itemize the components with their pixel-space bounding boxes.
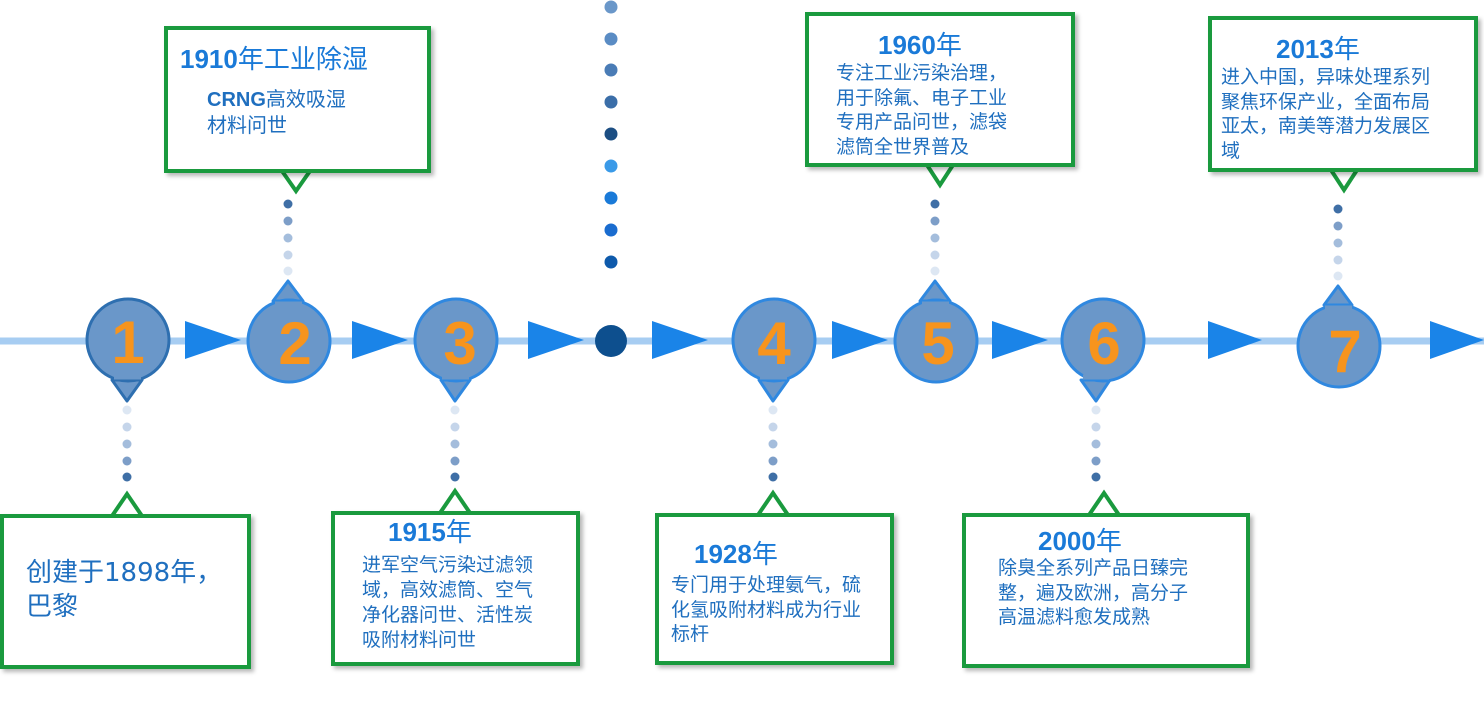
milestone-box-3 bbox=[331, 511, 580, 666]
direction-arrow-5 bbox=[832, 321, 888, 359]
milestone-6-year-suffix: 年 bbox=[1095, 527, 1122, 557]
milestone-6-line-1: 除臭全系列产品日臻完 bbox=[998, 557, 1189, 579]
milestone-5-year-suffix: 年 bbox=[935, 31, 962, 61]
connector-dots-7 bbox=[1333, 204, 1343, 281]
connector-dots-1 bbox=[122, 405, 132, 482]
milestone-marker-2: 2 bbox=[246, 279, 332, 384]
milestone-3-year-label: 1915年 bbox=[388, 517, 472, 548]
milestone-7-year: 2013 bbox=[1276, 34, 1334, 64]
milestone-box-6 bbox=[962, 513, 1250, 668]
milestone-number-3: 3 bbox=[443, 310, 476, 377]
milestone-2-line-1: CRNG高效吸湿 bbox=[207, 86, 346, 113]
milestone-number-7: 7 bbox=[1328, 318, 1361, 385]
milestone-4-line-1: 专门用于处理氨气，硫 bbox=[671, 574, 862, 596]
milestone-box-4 bbox=[655, 513, 894, 665]
direction-arrow-4 bbox=[652, 321, 708, 359]
milestone-number-5: 5 bbox=[921, 310, 954, 377]
milestone-2-line-2: 材料问世 bbox=[207, 113, 287, 137]
milestone-5-year: 1960 bbox=[878, 30, 936, 60]
milestone-1-line-2: 巴黎 bbox=[26, 592, 79, 622]
milestone-5-line-2: 用于除氟、电子工业 bbox=[836, 86, 1008, 109]
direction-arrow-2 bbox=[352, 321, 408, 359]
connector-dots-5 bbox=[930, 199, 940, 276]
milestone-5-line-4: 滤筒全世界普及 bbox=[836, 135, 970, 158]
milestone-number-4: 4 bbox=[757, 310, 791, 377]
milestone-box-2 bbox=[164, 26, 431, 173]
milestone-box-5 bbox=[805, 12, 1075, 167]
milestone-box-1 bbox=[0, 514, 251, 669]
milestone-marker-5: 5 bbox=[893, 279, 979, 384]
direction-arrow-8 bbox=[1430, 321, 1484, 359]
center-dotted-column bbox=[604, 0, 618, 269]
milestone-2-bold-text: CRNG bbox=[207, 89, 266, 111]
milestone-marker-4: 4 bbox=[731, 297, 817, 403]
connector-dots-6 bbox=[1091, 405, 1101, 482]
milestone-4-line-3: 标杆 bbox=[671, 623, 710, 645]
milestone-2-heading: 1910年工业除湿 bbox=[180, 44, 368, 75]
milestone-7-line-1: 进入中国，异味处理系列 bbox=[1221, 66, 1431, 88]
milestone-2-heading-suffix: 年工业除湿 bbox=[237, 45, 368, 75]
milestone-7-year-label: 2013年 bbox=[1276, 34, 1360, 65]
direction-arrow-6 bbox=[992, 321, 1048, 359]
milestone-4-year-suffix: 年 bbox=[751, 540, 778, 570]
milestone-3-year: 1915 bbox=[388, 517, 446, 547]
milestone-7-line-2: 聚焦环保产业，全面布局 bbox=[1221, 90, 1431, 113]
milestone-7-line-3: 亚太，南美等潜力发展区 bbox=[1221, 115, 1431, 137]
milestone-4-year-label: 1928年 bbox=[694, 539, 778, 570]
milestone-2-line-1-text: 高效吸湿 bbox=[265, 87, 346, 111]
center-dot bbox=[595, 325, 627, 357]
milestone-marker-3: 3 bbox=[413, 297, 499, 403]
milestone-5-line-1: 专注工业污染治理， bbox=[836, 62, 1008, 84]
milestone-7-year-suffix: 年 bbox=[1333, 35, 1360, 65]
milestone-7-line-4: 域 bbox=[1221, 139, 1241, 162]
milestone-4-line-2: 化氢吸附材料成为行业 bbox=[671, 598, 862, 621]
milestone-4-year: 1928 bbox=[694, 539, 752, 569]
milestone-number-2: 2 bbox=[278, 310, 311, 377]
milestone-3-line-2: 域，高效滤筒、空气 bbox=[362, 579, 534, 601]
milestone-6-line-2: 整，遍及欧洲，高分子 bbox=[998, 581, 1189, 604]
milestone-3-line-3: 净化器问世、活性炭 bbox=[362, 604, 534, 626]
connector-dots-3 bbox=[450, 405, 460, 482]
milestone-6-year-label: 2000年 bbox=[1038, 526, 1122, 557]
milestone-3-line-1: 进军空气污染过滤领 bbox=[362, 554, 534, 576]
milestone-marker-6: 6 bbox=[1060, 297, 1146, 403]
connector-dots-4 bbox=[768, 405, 778, 482]
callout-pointers bbox=[110, 163, 1359, 518]
milestone-6-line-3: 高温滤料愈发成熟 bbox=[998, 606, 1151, 628]
milestone-number-6: 6 bbox=[1087, 310, 1120, 377]
direction-arrow-3 bbox=[528, 321, 584, 359]
milestone-3-year-suffix: 年 bbox=[445, 518, 472, 548]
milestone-marker-1: 1 bbox=[85, 297, 171, 403]
direction-arrow-7 bbox=[1208, 321, 1262, 359]
milestone-5-line-3: 专用产品问世，滤袋 bbox=[836, 111, 1008, 133]
milestone-5-year-label: 1960年 bbox=[878, 30, 962, 61]
direction-arrow-1 bbox=[185, 321, 241, 359]
milestone-3-line-4: 吸附材料问世 bbox=[362, 629, 477, 651]
milestone-6-year: 2000 bbox=[1038, 526, 1096, 556]
milestone-2-heading-year: 1910 bbox=[180, 44, 238, 74]
milestone-number-1: 1 bbox=[111, 309, 144, 376]
connector-dots-2 bbox=[283, 199, 293, 276]
milestone-1-line-1: 创建于1898年， bbox=[26, 558, 223, 588]
milestone-box-7 bbox=[1208, 16, 1478, 172]
milestone-marker-7: 7 bbox=[1296, 284, 1382, 389]
